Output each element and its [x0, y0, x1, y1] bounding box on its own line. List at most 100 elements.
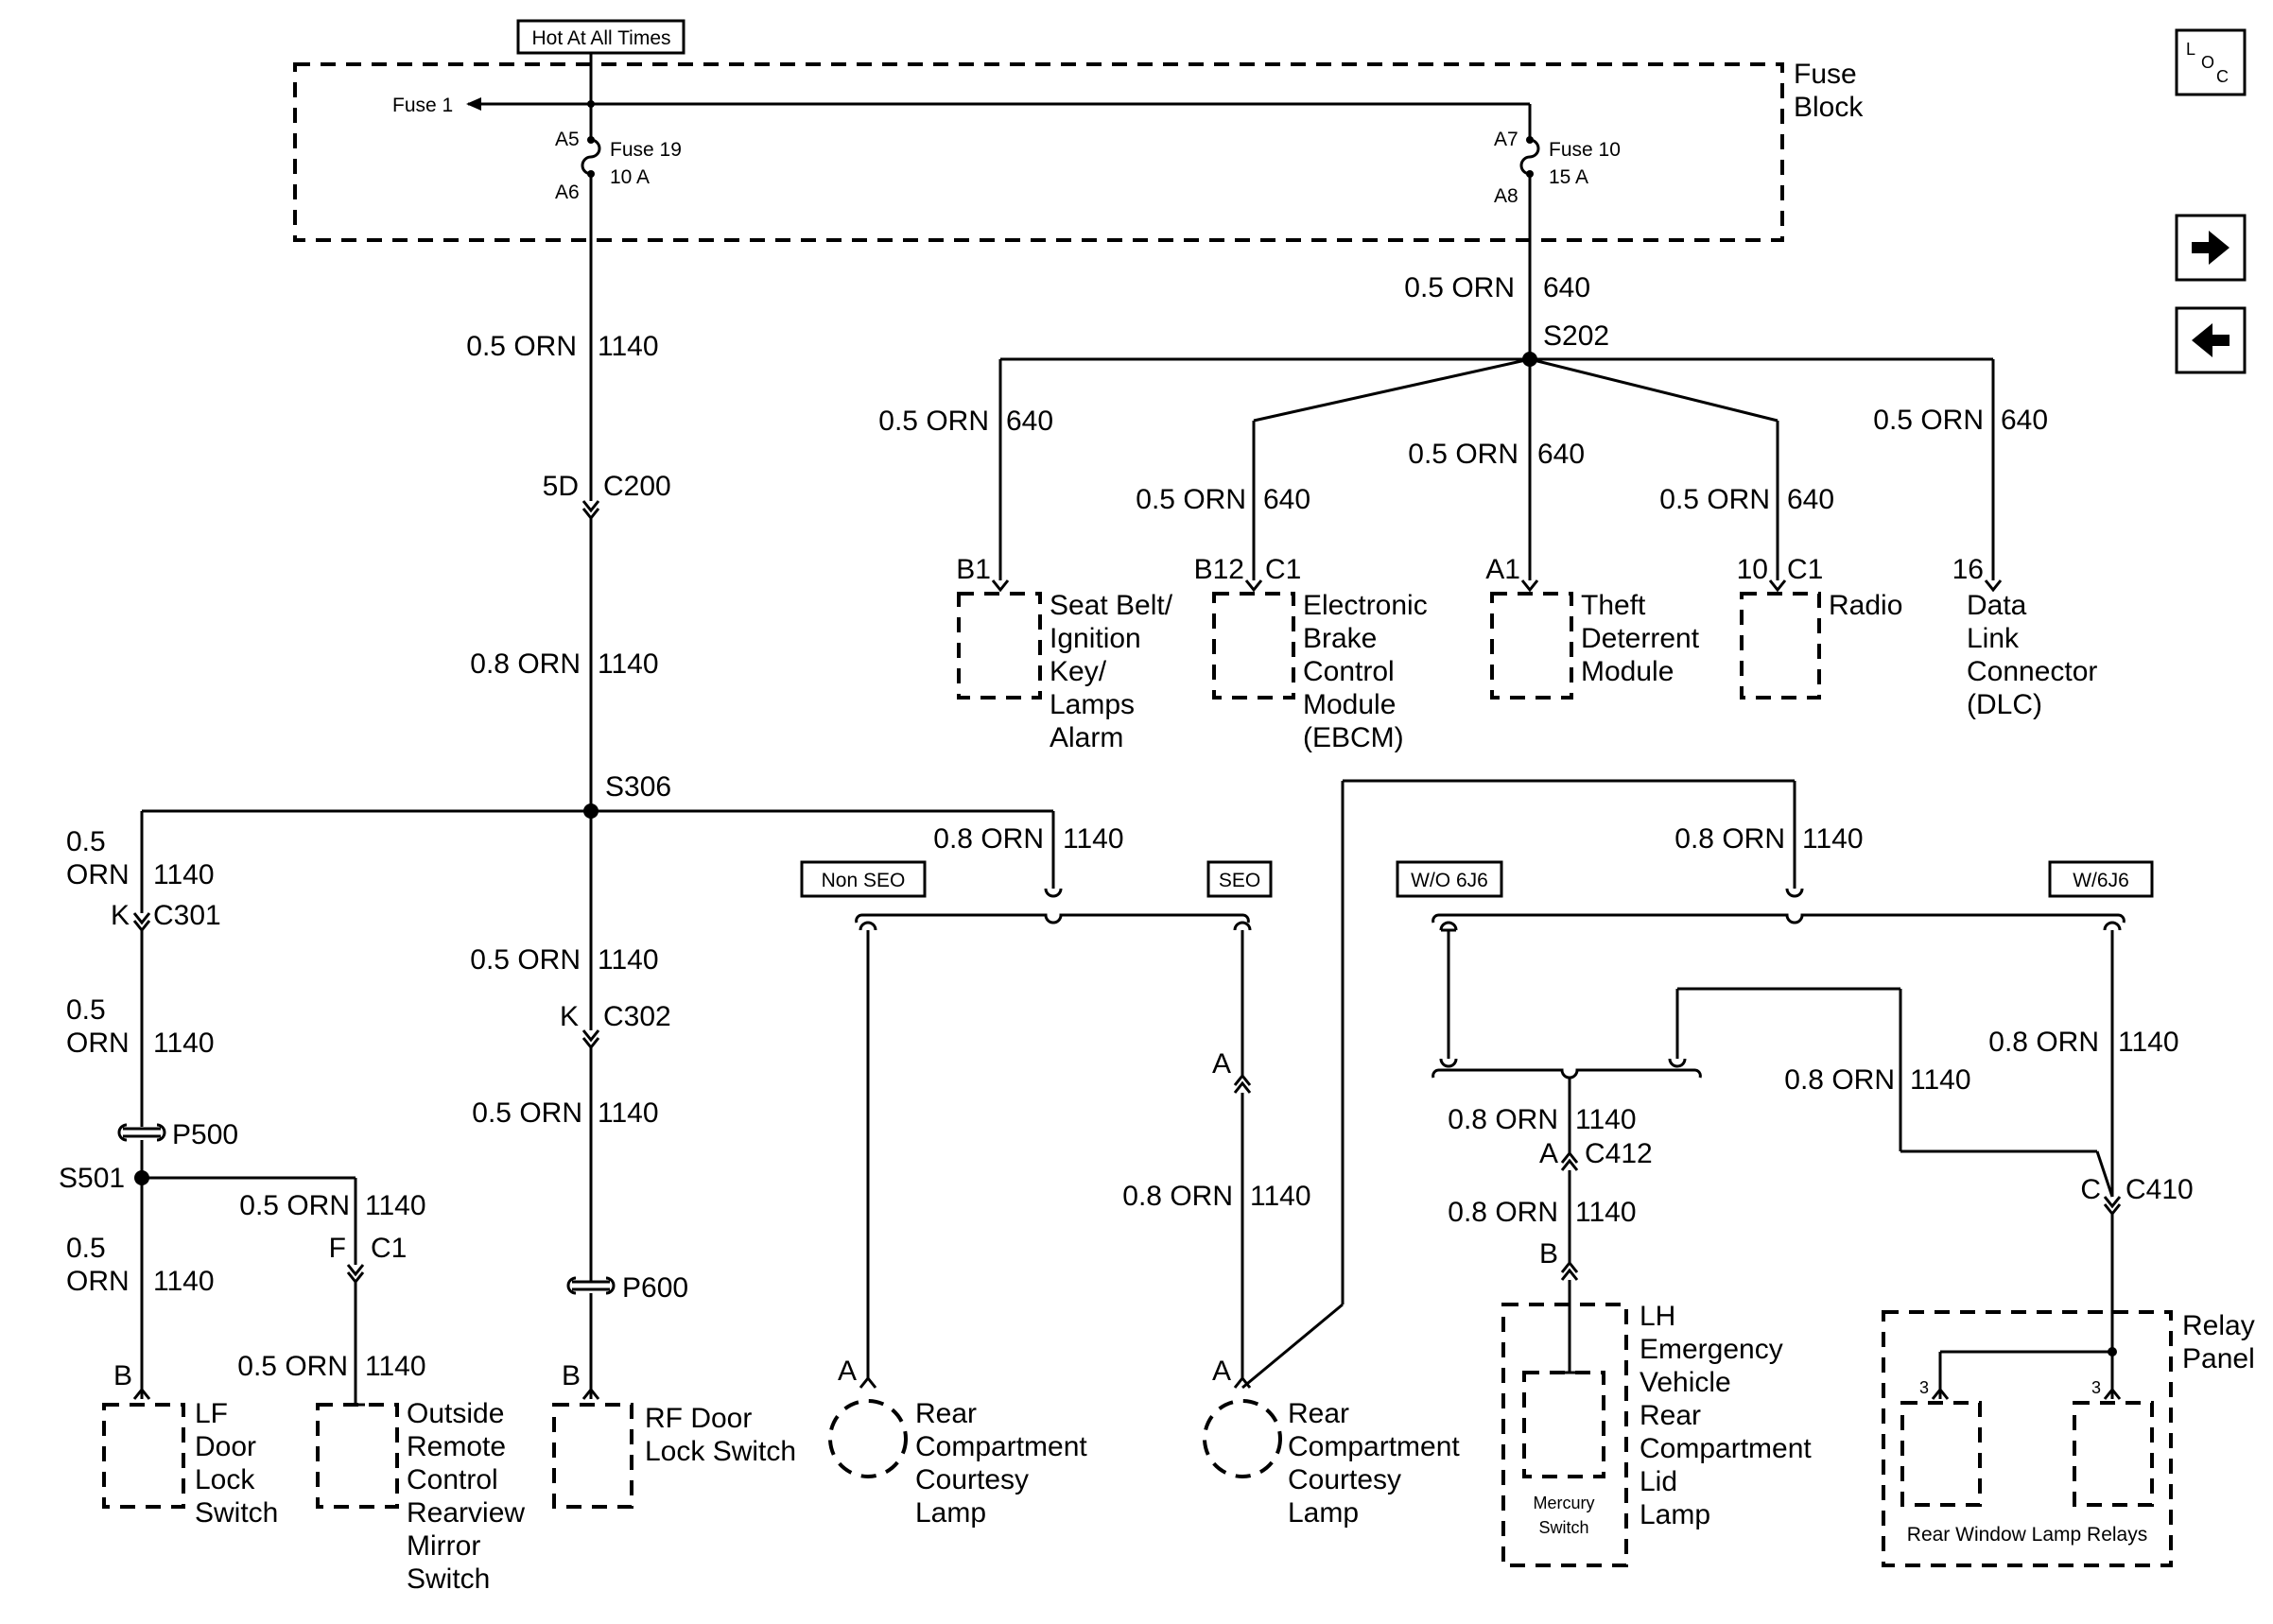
s202-label: S202 — [1543, 320, 1609, 352]
c412-label: C412 — [1585, 1138, 1653, 1169]
seat-belt-module — [957, 592, 1042, 700]
relay-panel-label-2: Panel — [2182, 1343, 2255, 1374]
svg-text:Mirror: Mirror — [407, 1530, 480, 1562]
hot-at-all-times-label: Hot At All Times — [531, 27, 670, 49]
svg-text:Control: Control — [1303, 656, 1395, 687]
wire-size-lf-1: 0.5 — [66, 826, 106, 857]
svg-text:Emergency: Emergency — [1640, 1334, 1783, 1365]
pin-b12: B12 — [1194, 554, 1244, 585]
lamp1-pin-a: A — [838, 1356, 857, 1387]
circuit-1140-c410-in: 1140 — [2118, 1027, 2179, 1058]
previous-page-button[interactable] — [2175, 306, 2247, 374]
fuse-block-label-2: Block — [1794, 92, 1864, 123]
lh-emergency-lid-lamp — [1501, 1303, 1628, 1567]
wire-label-mirror-1: 0.5 ORN — [239, 1190, 350, 1221]
wire-color-lf-3: ORN — [66, 1266, 130, 1297]
p600-label: P600 — [622, 1272, 688, 1304]
fuse-block-label-1: Fuse — [1794, 59, 1857, 90]
mercury-label-2: Switch — [1538, 1518, 1588, 1537]
pin-16: 16 — [1952, 554, 1984, 585]
svg-text:Rearview: Rearview — [407, 1497, 525, 1529]
arrow-left-icon — [2192, 323, 2230, 357]
svg-text:O: O — [2201, 53, 2214, 72]
circuit-640-theft: 640 — [1537, 439, 1585, 470]
c302-connector — [581, 1029, 600, 1050]
circuit-1140-trunk-2: 1140 — [598, 648, 659, 680]
relay2-pin-3: 3 — [2091, 1378, 2101, 1397]
svg-text:Connector: Connector — [1967, 656, 2097, 687]
svg-text:Rear: Rear — [1288, 1398, 1349, 1429]
svg-text:Switch: Switch — [195, 1497, 278, 1529]
svg-text:Module: Module — [1581, 656, 1674, 687]
wire-label-mirror-2: 0.5 ORN — [237, 1351, 348, 1382]
rear-window-relay-1 — [1900, 1401, 1982, 1507]
p600-connector — [566, 1276, 616, 1295]
wire-label-seatbelt: 0.5 ORN — [878, 406, 989, 437]
s501-label: S501 — [59, 1163, 125, 1194]
lf-door-lock-switch — [102, 1403, 185, 1509]
circuit-640-seatbelt: 640 — [1006, 406, 1053, 437]
next-page-button[interactable] — [2175, 214, 2247, 282]
seo-connector-a — [1233, 1073, 1252, 1094]
svg-text:Courtesy: Courtesy — [1288, 1464, 1401, 1495]
wire-label-seo-lamp: 0.8 ORN — [1122, 1181, 1233, 1212]
c410-connector — [2103, 1196, 2122, 1217]
c410-label: C410 — [2126, 1174, 2194, 1205]
hot-at-all-times-box — [516, 19, 685, 55]
non-seo-label: Non SEO — [822, 870, 906, 891]
circuit-1140-c412-in: 1140 — [1575, 1104, 1637, 1135]
svg-text:Lid: Lid — [1640, 1466, 1677, 1497]
svg-text:Radio: Radio — [1829, 590, 1902, 621]
circuit-1140-mirror-1: 1140 — [365, 1190, 426, 1221]
pin-a7: A7 — [1494, 129, 1518, 150]
svg-text:Lamp: Lamp — [915, 1497, 986, 1529]
circuit-1140-relay-link: 1140 — [1910, 1064, 1971, 1096]
theft-deterrent-module — [1490, 592, 1573, 700]
svg-text:Lamp: Lamp — [1288, 1497, 1359, 1529]
circuit-1140-c412-out: 1140 — [1575, 1197, 1637, 1228]
circuit-640-dlc: 640 — [2001, 405, 2048, 436]
seo-option-bar — [855, 913, 1250, 924]
svg-text:C: C — [2216, 67, 2229, 86]
wire-label-relay-link: 0.8 ORN — [1784, 1064, 1895, 1096]
mercury-switch — [1522, 1371, 1605, 1478]
wire-label-dlc: 0.5 ORN — [1873, 405, 1984, 436]
lf-door-label: LF Door Lock Switch — [195, 1398, 278, 1529]
lamp2-pin-a: A — [1212, 1356, 1231, 1387]
wire-label-theft: 0.5 ORN — [1408, 439, 1518, 470]
c412-connector — [1560, 1150, 1579, 1171]
w-6j6-option — [2048, 860, 2154, 898]
svg-text:Compartment: Compartment — [915, 1431, 1087, 1462]
fuse10-label-2: 15 A — [1549, 166, 1588, 188]
rf-door-lock-switch — [552, 1403, 633, 1509]
svg-text:LH: LH — [1640, 1301, 1675, 1332]
relay1-pin-3: 3 — [1919, 1378, 1929, 1397]
p500-label: P500 — [172, 1119, 238, 1150]
svg-text:Lamps: Lamps — [1050, 689, 1135, 720]
svg-text:LF: LF — [195, 1398, 228, 1429]
ebcm-module — [1212, 592, 1295, 700]
rear-lamp1-label: Rear Compartment Courtesy Lamp — [915, 1398, 1087, 1529]
svg-text:(EBCM): (EBCM) — [1303, 722, 1404, 753]
loc-button[interactable]: L O C — [2175, 28, 2247, 96]
radio-module — [1740, 592, 1821, 700]
c301-connector — [132, 912, 151, 933]
wire-color-lf-2: ORN — [66, 1028, 130, 1059]
seo-pin-a: A — [1212, 1048, 1231, 1080]
pin-a1: A1 — [1485, 554, 1520, 585]
pin-k-c302: K — [560, 1001, 579, 1032]
circuit-1140-lf-2: 1140 — [153, 1028, 215, 1059]
rear-window-relays-label: Rear Window Lamp Relays — [1907, 1524, 2147, 1546]
wire-label-c412-out: 0.8 ORN — [1448, 1197, 1558, 1228]
radio-c1: C1 — [1787, 554, 1823, 585]
pin-a6: A6 — [555, 181, 580, 203]
fuse-block-outline — [293, 62, 1784, 242]
wire-label-trunk-2: 0.8 ORN — [470, 648, 581, 680]
mercury-label-1: Mercury — [1533, 1494, 1594, 1512]
circuit-640-s202-in: 640 — [1543, 272, 1590, 303]
svg-text:Remote: Remote — [407, 1431, 506, 1462]
fuse1-arrow-icon — [466, 97, 481, 111]
non-seo-option — [800, 860, 927, 898]
c200-label: C200 — [603, 471, 671, 502]
